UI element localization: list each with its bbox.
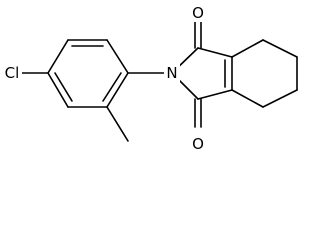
molecule-structure: Cl N O O xyxy=(2,4,298,153)
atom-oxygen-bottom: O xyxy=(190,135,206,153)
aryl-ring xyxy=(47,39,129,108)
imide-ring xyxy=(171,47,233,100)
oxygen-bottom-label: O xyxy=(192,135,204,153)
chlorine-label: Cl xyxy=(5,64,20,82)
bond-ch-1 xyxy=(231,39,264,58)
atom-oxygen-top: O xyxy=(190,4,206,22)
cyclohexene-ring xyxy=(231,39,298,108)
bond-c-bottom-fusion xyxy=(197,89,233,100)
bond-ch-2 xyxy=(262,39,298,58)
bond-aryl-methyl xyxy=(106,106,129,142)
nitrogen-label: N xyxy=(166,64,177,82)
bond-ch-5 xyxy=(231,89,264,108)
bond-c4-c5-inner xyxy=(54,72,73,102)
bond-c6-c1-inner xyxy=(102,72,122,102)
bond-c1-c2 xyxy=(106,39,129,74)
bond-c3-c4 xyxy=(47,39,69,74)
bond-c4-c5 xyxy=(47,72,69,108)
bond-c-top-fusion xyxy=(197,47,233,58)
oxygen-top-label: O xyxy=(192,4,204,22)
atom-nitrogen: N xyxy=(164,64,180,82)
bond-c6-c1 xyxy=(106,72,129,108)
atom-chlorine: Cl xyxy=(2,63,22,83)
bond-ch-4 xyxy=(262,89,298,108)
